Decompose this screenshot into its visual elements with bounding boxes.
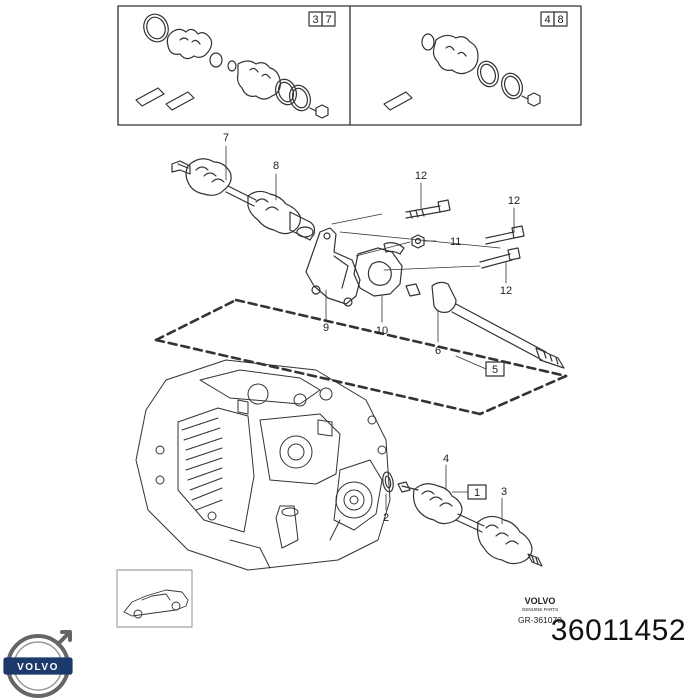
inset-right-box-8: 8 xyxy=(553,11,568,27)
seal xyxy=(382,471,394,493)
reference-brand-sub: GENUINE PARTS xyxy=(522,607,558,612)
inset-panel xyxy=(117,5,582,126)
part-number: 36011452 xyxy=(550,614,686,647)
callout-6: 6 xyxy=(435,345,441,357)
inset-left-box-7: 7 xyxy=(321,11,336,27)
outer-cv-joint xyxy=(185,158,232,196)
callout-8: 8 xyxy=(273,160,279,172)
inset-right-box-4: 4 xyxy=(540,11,555,27)
bolt xyxy=(479,247,521,269)
left-driveshaft xyxy=(171,158,316,241)
callout-7: 7 xyxy=(223,132,229,144)
bolt xyxy=(485,225,525,245)
small-clamp xyxy=(209,52,223,68)
shaft-spline-end xyxy=(171,160,191,175)
clamp-ring-2 xyxy=(477,60,499,88)
bolt xyxy=(405,199,451,219)
callout-11: 11 xyxy=(450,236,461,248)
callout-12: 12 xyxy=(500,285,512,297)
svg-text:3: 3 xyxy=(312,14,318,26)
callout-3: 3 xyxy=(501,486,507,498)
callout-5: 5 xyxy=(492,364,498,376)
reference-brand: VOLVO xyxy=(525,596,556,606)
callout-10: 10 xyxy=(376,325,388,337)
inner-cv-housing xyxy=(289,211,316,241)
clamp-ring xyxy=(421,33,435,51)
svg-text:4: 4 xyxy=(544,14,550,26)
grease-sachet xyxy=(383,91,413,111)
grease-sachet-2 xyxy=(165,91,195,111)
clamp-ring xyxy=(143,13,169,43)
svg-text:7: 7 xyxy=(325,14,331,26)
svg-text:8: 8 xyxy=(557,14,563,26)
assembly-outline xyxy=(154,298,568,416)
callout-12: 12 xyxy=(508,195,520,207)
vehicle-thumbnail xyxy=(116,569,193,628)
clamp-ring-3 xyxy=(501,72,523,100)
bracket xyxy=(305,227,361,307)
clamp-ring-2 xyxy=(275,78,297,106)
gearbox xyxy=(135,359,391,571)
volvo-logo xyxy=(3,630,73,698)
callout-1: 1 xyxy=(474,487,480,499)
inset-right-parts xyxy=(383,33,541,111)
car-silhouette xyxy=(123,589,189,617)
outer-spline xyxy=(527,553,543,567)
shaft-spline-end xyxy=(397,481,411,493)
volvo-logo-text: VOLVO xyxy=(17,662,59,673)
callout-9: 9 xyxy=(323,322,329,334)
outer-cv-boot xyxy=(477,515,533,565)
bearing-support xyxy=(353,242,405,297)
reference-code: GR-361070 xyxy=(518,615,562,625)
leader-lines xyxy=(225,145,515,525)
boot-bellows xyxy=(166,28,213,60)
callout-labels: 7 8 12 12 11 12 9 10 6 5 4 1 3 2 VOLVO G… xyxy=(17,132,562,673)
inner-cv-joint xyxy=(412,483,463,525)
nut xyxy=(411,234,425,249)
right-driveshaft xyxy=(397,481,543,567)
inset-left-parts xyxy=(135,13,329,119)
nut xyxy=(527,92,541,107)
inset-left-box-3: 3 xyxy=(308,11,323,27)
support-bearing xyxy=(431,281,457,313)
grease-sachet xyxy=(135,87,165,107)
callout-4: 4 xyxy=(443,453,449,465)
callout-12: 12 xyxy=(415,170,427,182)
boot-bellows-2 xyxy=(236,60,281,100)
nut xyxy=(315,104,329,119)
clamp-ring-3 xyxy=(289,84,311,112)
inner-cv-boot xyxy=(247,190,301,235)
callout-2: 2 xyxy=(383,512,389,524)
boot-bellows xyxy=(432,34,479,75)
intermediate-shaft xyxy=(405,281,565,369)
